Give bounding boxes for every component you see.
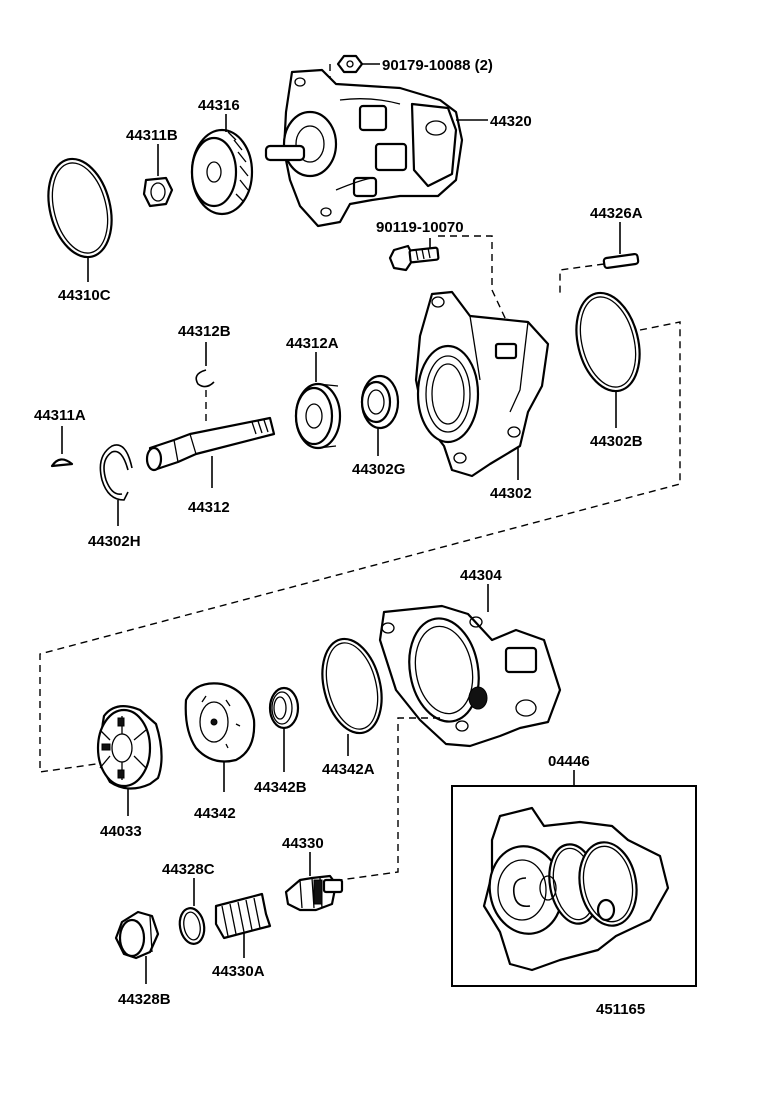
label-44302B: 44302B: [590, 433, 643, 450]
spring-44342B: [268, 686, 300, 730]
seal-44302G: [360, 374, 400, 430]
label-44312B: 44312B: [178, 323, 231, 340]
label-44342B: 44342B: [254, 779, 307, 796]
drawing-number: 451165: [596, 1001, 645, 1018]
shaft-44312: [145, 416, 276, 472]
label-44328B: 44328B: [118, 991, 171, 1008]
label-44311A: 44311A: [34, 407, 86, 424]
o-ring-44302B: [575, 291, 641, 393]
label-44312: 44312: [188, 499, 230, 516]
label-44311B: 44311B: [126, 127, 178, 144]
label-44330: 44330: [282, 835, 324, 852]
housing-44302: [414, 290, 550, 478]
label-04446: 04446: [548, 753, 590, 770]
label-44310C: 44310C: [58, 287, 111, 304]
bolt-90179-10088: [336, 54, 364, 74]
gasket-kit-box-04446: [451, 785, 697, 987]
woodruff-key-44311A: [50, 458, 74, 468]
label-44304: 44304: [460, 567, 502, 584]
side-plate-44342: [184, 682, 256, 763]
label-90179-10088: 90179-10088 (2): [382, 57, 493, 74]
label-90119-10070: 90119-10070: [376, 219, 464, 236]
pump-assembly-44320: [264, 68, 464, 228]
bearing-44312A: [294, 382, 342, 450]
o-ring-44342A: [321, 637, 383, 735]
label-44342A: 44342A: [322, 761, 375, 778]
rotor-cartridge-44033: [96, 705, 163, 790]
flow-control-valve-44330: [284, 874, 344, 912]
label-44316: 44316: [198, 97, 240, 114]
label-44320: 44320: [490, 113, 532, 130]
snap-ring-44312B: [195, 369, 215, 388]
label-44342: 44342: [194, 805, 236, 822]
cover-44304: [378, 604, 562, 748]
label-44302H: 44302H: [88, 533, 141, 550]
snap-ring-44302H: [99, 444, 133, 501]
label-44033: 44033: [100, 823, 142, 840]
label-44302: 44302: [490, 485, 532, 502]
spring-44330A: [214, 892, 272, 940]
o-ring-44310C: [47, 157, 113, 259]
plug-44328B: [114, 910, 160, 960]
label-44328C: 44328C: [162, 861, 215, 878]
label-44312A: 44312A: [286, 335, 339, 352]
label-44326A: 44326A: [590, 205, 643, 222]
pin-44326A: [602, 252, 640, 270]
nut-44311B: [142, 176, 174, 208]
bolt-90119-10070: [388, 244, 440, 272]
gear-44316: [190, 128, 254, 216]
label-44302G: 44302G: [352, 461, 405, 478]
label-44330A: 44330A: [212, 963, 265, 980]
washer-44328C: [178, 907, 206, 945]
